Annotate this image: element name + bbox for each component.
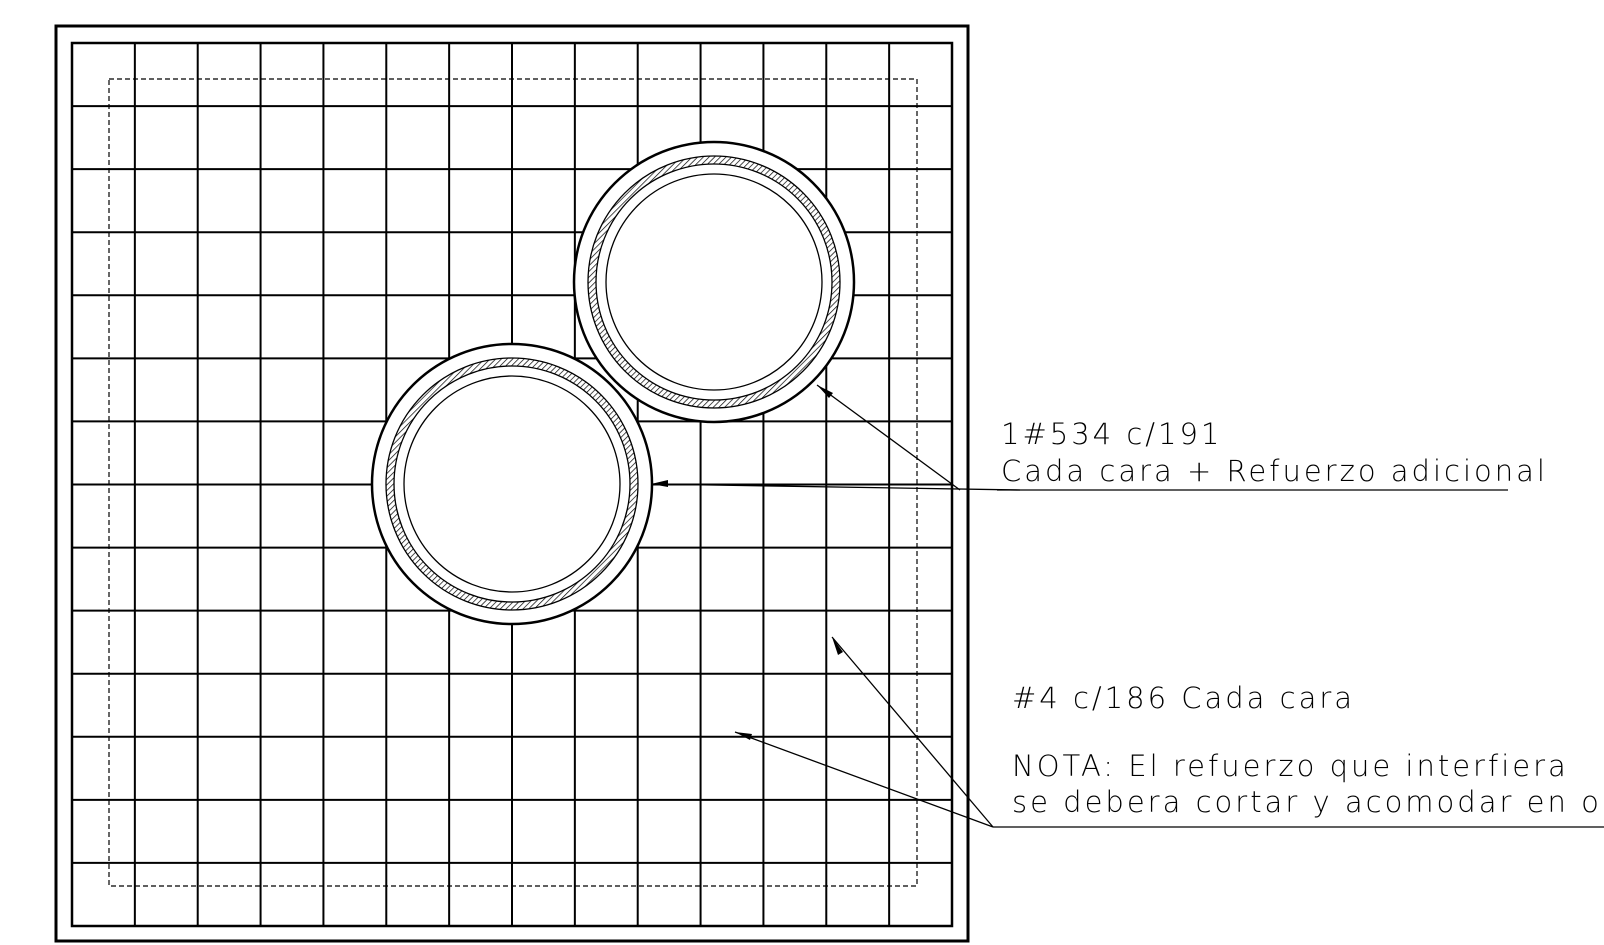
arrowheads (651, 385, 843, 740)
leader-grid-1 (831, 636, 994, 828)
opening-upper (572, 140, 856, 424)
arrowhead-grid-2 (735, 732, 752, 740)
arrowhead-grid-1 (832, 637, 843, 655)
leader-lines (650, 384, 1604, 828)
bar-note-label: Cada cara + Refuerzo adicional (1001, 454, 1548, 488)
opening-hole (403, 375, 621, 593)
dashed-reinforcement-outline (108, 78, 918, 887)
bar-spec-label: 1#534 c/191 (1001, 417, 1222, 451)
openings (370, 140, 856, 626)
opening-hole (605, 173, 823, 391)
slab-outer-border (54, 24, 970, 943)
nota-line-2: se debera cortar y acomodar en obr (1012, 785, 1604, 819)
opening-lower (370, 342, 654, 626)
leader-bar-to-opening-1 (816, 384, 961, 491)
leader-grid-2 (734, 731, 994, 828)
arrowhead-opening-1 (817, 385, 833, 398)
arrowhead-opening-2 (651, 480, 668, 487)
leader-bar-to-opening-2 (650, 483, 1021, 491)
grid-spec-label: #4 c/186 Cada cara (1012, 681, 1355, 715)
nota-line-1: NOTA: El refuerzo que interfiera (1012, 749, 1569, 783)
